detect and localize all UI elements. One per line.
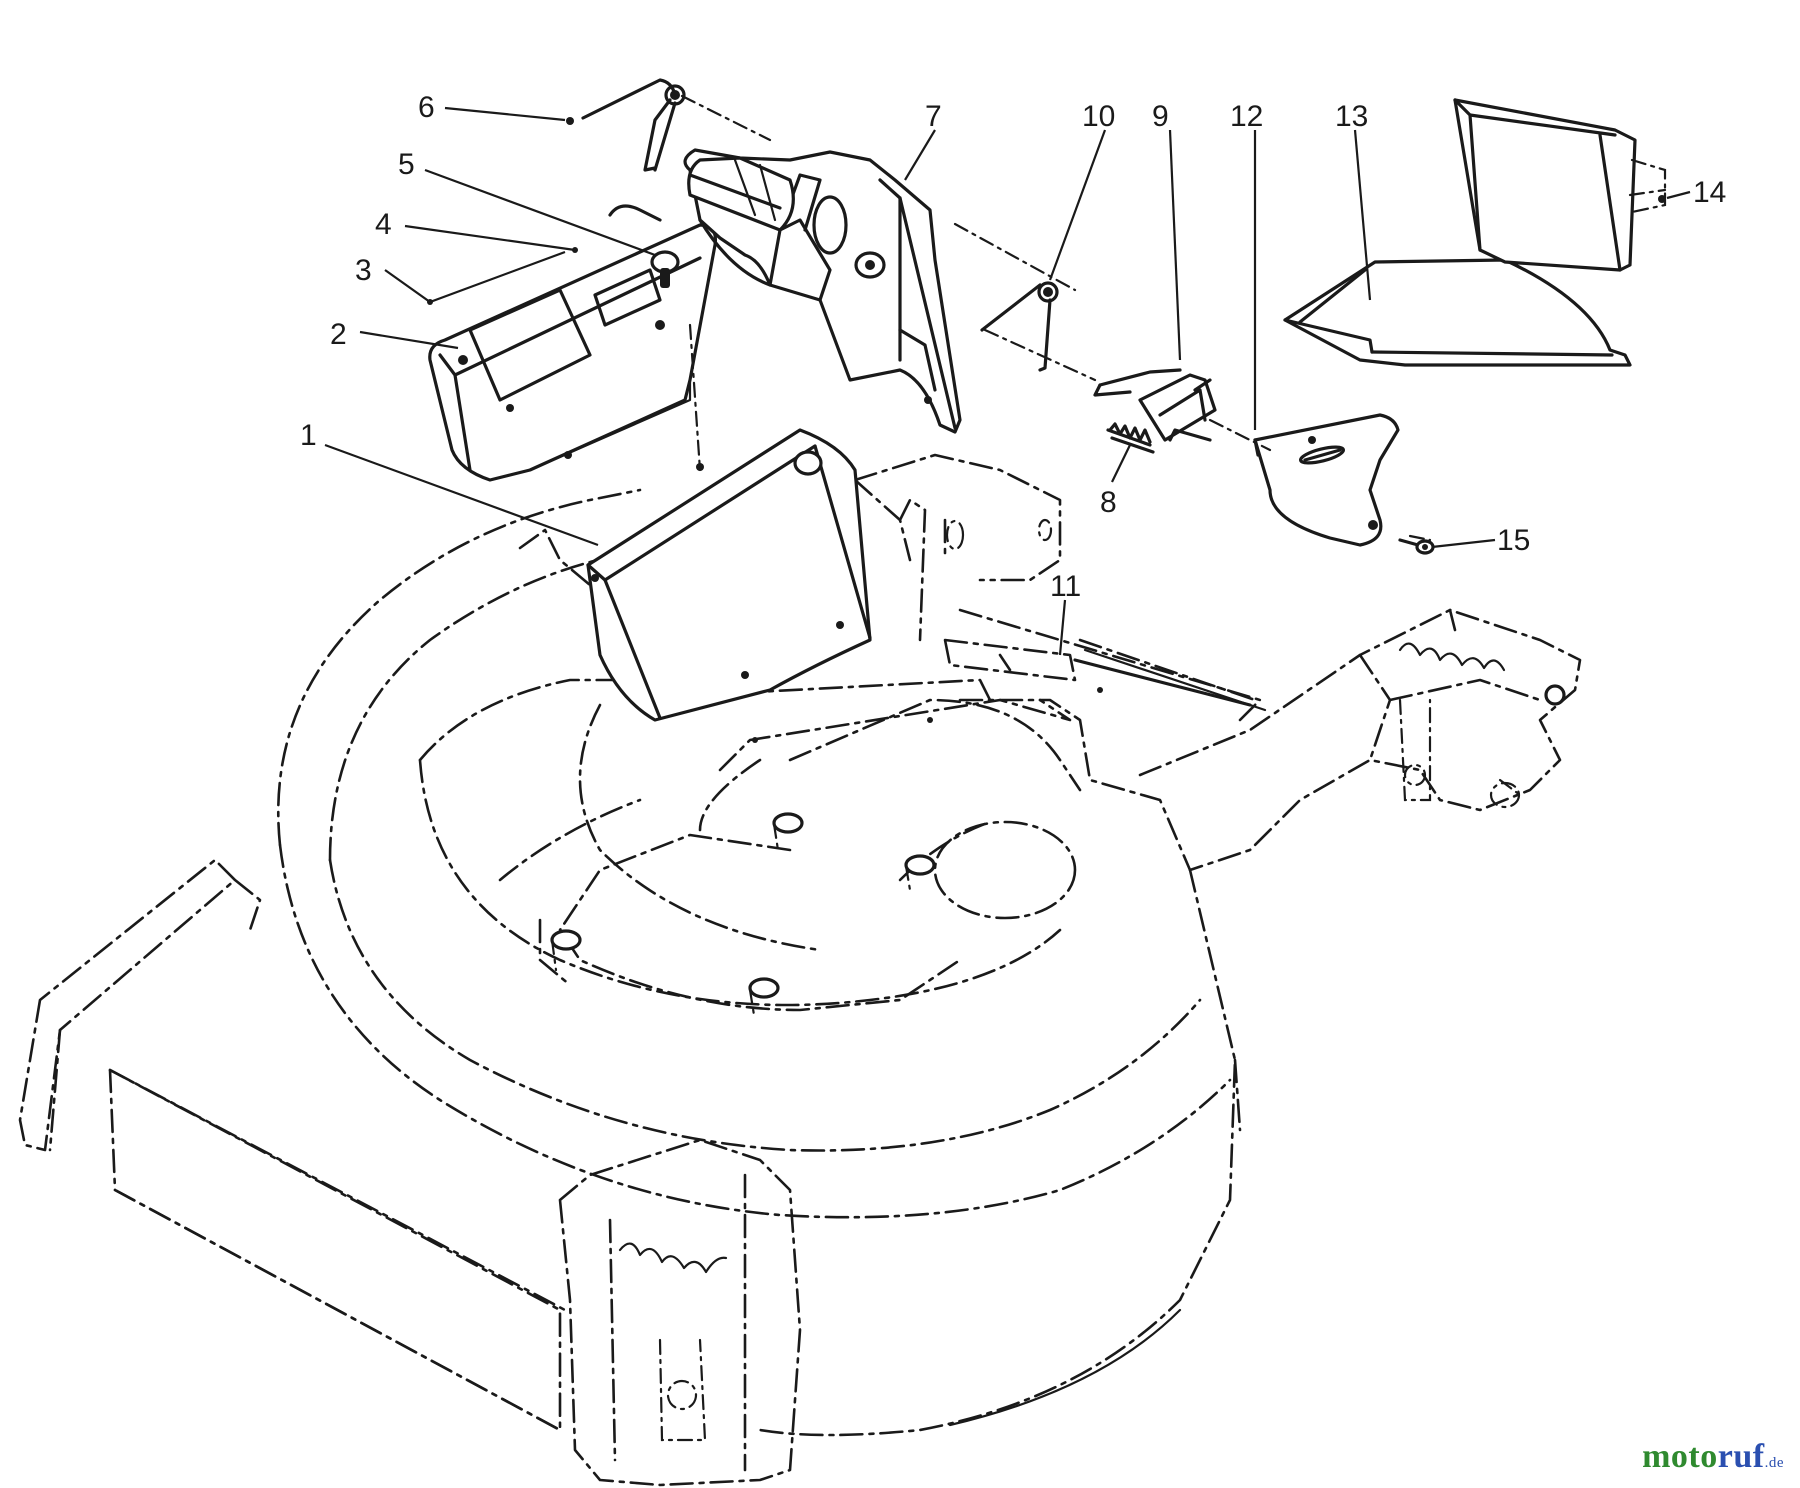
- watermark-part1: moto: [1642, 1438, 1718, 1475]
- callout-labels: 1 2 3 4 5 6 7 8 9 10 11 12 13 14 15: [300, 91, 1726, 603]
- callout-2: 2: [330, 318, 347, 351]
- mower-deck-housing: [18, 453, 1582, 1487]
- part-2-chute-door: [428, 204, 718, 482]
- callout-5: 5: [398, 148, 415, 181]
- callout-3: 3: [355, 254, 372, 287]
- callout-12: 12: [1230, 100, 1263, 133]
- callout-9: 9: [1152, 100, 1169, 133]
- callout-6: 6: [418, 91, 435, 124]
- callout-4: 4: [375, 208, 392, 241]
- watermark-part3: .de: [1764, 1455, 1784, 1471]
- part-6-spring: [581, 78, 686, 172]
- part-13-rear-shield: [1283, 258, 1632, 367]
- callout-15: 15: [1497, 524, 1530, 557]
- callout-13: 13: [1335, 100, 1368, 133]
- part-12-cam-plate: [1253, 413, 1400, 547]
- callout-11: 11: [1050, 570, 1081, 603]
- part-14-back-flap: [1453, 98, 1637, 272]
- callout-leaders: [324, 106, 1691, 656]
- callout-10: 10: [1082, 100, 1115, 133]
- callout-14: 14: [1693, 176, 1726, 209]
- watermark-part2: ruf: [1717, 1438, 1765, 1475]
- callout-1: 1: [300, 419, 317, 452]
- part-1-deflector-bracket: [586, 428, 872, 722]
- callout-8: 8: [1100, 486, 1117, 519]
- part-8-compression-spring: [1106, 422, 1155, 454]
- watermark-logo: motoruf.de: [1642, 1438, 1784, 1476]
- part-9-hinge-bracket: [1093, 368, 1217, 442]
- part-7-latch-assembly: [683, 148, 962, 434]
- assembly-lines: [680, 94, 1667, 542]
- callout-7: 7: [925, 100, 942, 133]
- part-15-screw: [1398, 538, 1435, 555]
- part-5-knob: [650, 250, 680, 288]
- part-10-torsion-spring: [980, 281, 1059, 372]
